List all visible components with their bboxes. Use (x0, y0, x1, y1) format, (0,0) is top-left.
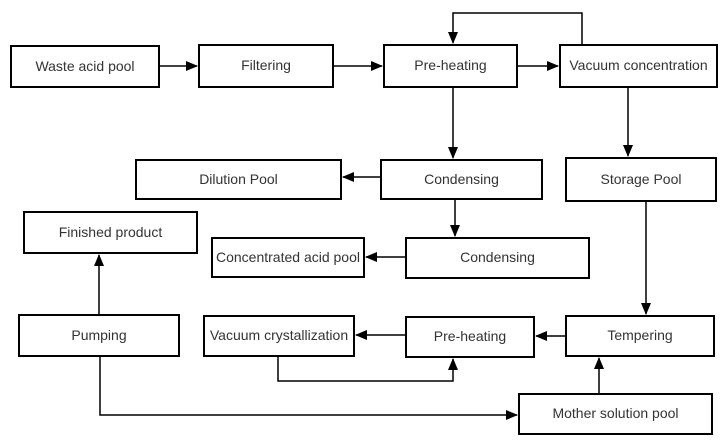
flow-arrow-pumping-to-mother-solution-pool (99, 357, 518, 420)
node-pre-heating-2: Pre-heating (405, 316, 535, 358)
flow-arrow-vacuum-concentration-to-pre-heating-1 (448, 12, 583, 44)
node-pumping: Pumping (18, 314, 180, 357)
node-vacuum-crystallization: Vacuum crystallization (203, 315, 355, 357)
node-concentrated-acid-pool: Concentrated acid pool (211, 237, 365, 278)
node-waste-acid-pool: Waste acid pool (10, 45, 160, 88)
node-mother-solution-pool: Mother solution pool (518, 393, 713, 435)
node-filtering: Filtering (198, 44, 334, 88)
node-tempering: Tempering (565, 315, 715, 357)
node-condensing-1: Condensing (380, 159, 543, 200)
node-condensing-2: Condensing (405, 237, 590, 279)
node-vacuum-concentration: Vacuum concentration (559, 44, 718, 88)
node-storage-pool: Storage Pool (565, 157, 717, 202)
node-finished-product: Finished product (23, 211, 198, 254)
node-pre-heating-1: Pre-heating (383, 44, 518, 88)
node-dilution-pool: Dilution Pool (135, 159, 342, 200)
flow-arrow-vacuum-crystallization-to-pre-heating-2 (277, 357, 458, 382)
